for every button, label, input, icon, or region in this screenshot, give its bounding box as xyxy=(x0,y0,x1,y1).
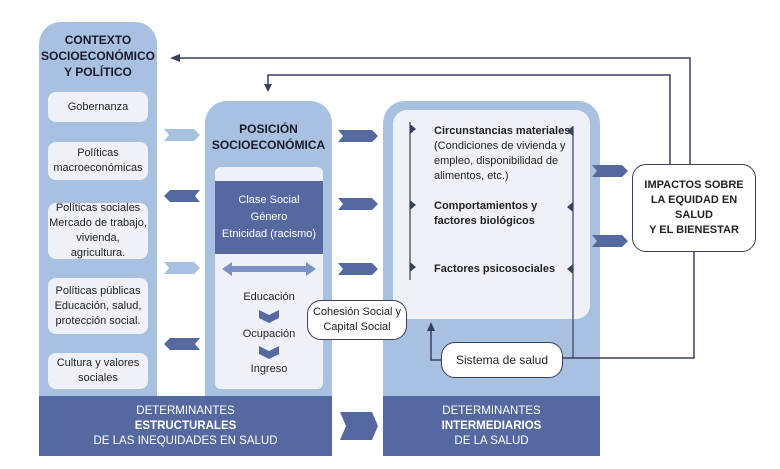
psychosocial-heading: Factores psicosociales xyxy=(434,263,556,275)
arrowhead-up-icon xyxy=(427,322,435,331)
context-item-public-policies: Políticas públicas Educación, salud, pro… xyxy=(48,278,148,334)
health-system-box: Sistema de salud xyxy=(441,342,563,378)
triangle-right-icon xyxy=(410,124,416,134)
footer-intermediary-line1: DETERMINANTES xyxy=(442,404,541,417)
context-item-social-policies: Políticas sociales Mercado de trabajo, v… xyxy=(48,202,148,259)
impacts-to-health-line xyxy=(560,250,695,359)
card-text: macroeconómicas xyxy=(53,162,143,174)
cohesion-text: Cohesión Social y xyxy=(312,306,402,318)
chevron-right-dark-icon xyxy=(592,235,628,247)
chevron-down-icon xyxy=(259,310,279,323)
ethnicity-text: Etnicidad (racismo) xyxy=(221,228,317,240)
footer-chevron-icon xyxy=(340,412,378,440)
chevron-right-light-icon xyxy=(164,129,200,141)
impacts-text: LA EQUIDAD EN SALUD xyxy=(650,194,738,221)
card-text: Políticas xyxy=(77,147,119,159)
impacts-box: IMPACTOS SOBRE LA EQUIDAD EN SALUD Y EL … xyxy=(632,164,756,252)
context-item-gobernanza: Gobernanza xyxy=(48,92,148,122)
chevron-right-dark-icon xyxy=(338,198,378,210)
health-system-text: Sistema de salud xyxy=(455,352,549,367)
card-text: Gobernanza xyxy=(67,100,129,113)
context-item-macro: Políticas macroeconómicas xyxy=(48,142,148,180)
footer-intermediary-line3: DE LA SALUD xyxy=(454,434,529,447)
material-detail: empleo, disponibilidad de xyxy=(434,155,559,167)
feedback-line-inner xyxy=(267,74,671,165)
card-text: vivienda, agricultura. xyxy=(70,232,126,259)
material-circumstances: Circunstancias materiales (Condiciones d… xyxy=(434,124,574,184)
gender-text: Género xyxy=(250,211,288,223)
footer-structural-line3: DE LAS INEQUIDADES EN SALUD xyxy=(93,434,278,447)
feedback-line-outer xyxy=(172,57,691,165)
position-title: POSICIÓN SOCIOECONÓMICA xyxy=(205,121,332,153)
social-class-box: Clase Social Género Etnicidad (racismo) xyxy=(215,181,323,254)
context-title-line: CONTEXTO xyxy=(64,33,132,47)
social-cohesion-box: Cohesión Social y Capital Social xyxy=(307,300,407,340)
material-detail: alimentos, etc.) xyxy=(434,170,509,182)
arrowhead-down-icon xyxy=(264,84,272,92)
material-detail: (Condiciones de vivienda y xyxy=(434,140,566,152)
card-text: Educación, salud, xyxy=(54,299,142,312)
impacts-text: IMPACTOS SOBRE xyxy=(644,179,744,191)
double-arrow-icon xyxy=(222,262,316,276)
card-text: protección social. xyxy=(55,314,141,327)
chevron-left-dark-icon xyxy=(164,338,200,350)
footer-structural-line2: ESTRUCTURALES xyxy=(134,419,237,432)
context-title-line: Y POLÍTICO xyxy=(64,65,132,79)
triangle-left-icon xyxy=(567,126,573,136)
card-text: Mercado de trabajo, xyxy=(49,217,147,229)
context-item-culture: Cultura y valores sociales xyxy=(48,353,148,389)
chevron-down-icon xyxy=(259,346,279,359)
context-title: CONTEXTO SOCIOECONÓMICO Y POLÍTICO xyxy=(39,32,157,80)
context-title-line: SOCIOECONÓMICO xyxy=(40,49,155,63)
social-class-text: Clase Social xyxy=(238,194,300,206)
card-text: sociales xyxy=(78,372,118,384)
psychosocial-factors: Factores psicosociales xyxy=(434,262,574,277)
triangle-left-icon xyxy=(567,264,573,274)
material-circumstances-heading: Circunstancias materiales xyxy=(434,125,571,137)
position-title-line: POSICIÓN xyxy=(239,122,298,136)
card-text: Políticas sociales xyxy=(55,202,141,214)
triangle-right-icon xyxy=(410,262,416,272)
position-title-line: SOCIOECONÓMICA xyxy=(211,138,326,152)
seq-education: Educación xyxy=(243,291,295,303)
seq-occupation: Ocupación xyxy=(242,328,296,340)
seq-income: Ingreso xyxy=(250,363,288,375)
arrowhead-left-icon xyxy=(170,54,180,62)
triangle-left-icon xyxy=(567,202,573,212)
chevron-left-dark-icon xyxy=(164,190,200,202)
intermediary-inner-card xyxy=(393,110,590,319)
footer-intermediary: DETERMINANTES INTERMEDIARIOS DE LA SALUD xyxy=(383,396,600,456)
card-text: Cultura y valores xyxy=(56,357,140,369)
behaviours-heading: factores biológicos xyxy=(434,215,535,227)
chevron-right-dark-icon xyxy=(338,130,378,142)
chevron-right-dark-icon xyxy=(592,165,628,177)
triangle-right-icon xyxy=(410,200,416,210)
footer-structural: DETERMINANTES ESTRUCTURALES DE LAS INEQU… xyxy=(39,396,332,456)
cohesion-text: Capital Social xyxy=(323,321,391,333)
chevron-right-light-icon xyxy=(164,262,200,274)
behaviours-biological: Comportamientos y factores biológicos xyxy=(434,199,574,229)
footer-intermediary-line2: INTERMEDIARIOS xyxy=(441,419,542,432)
footer-structural-line1: DETERMINANTES xyxy=(136,404,235,417)
health-system-line xyxy=(430,330,441,361)
impacts-text: Y EL BIENESTAR xyxy=(649,224,739,236)
card-text: Políticas públicas xyxy=(55,284,141,297)
behaviours-heading: Comportamientos y xyxy=(434,200,538,212)
chevron-right-dark-icon xyxy=(338,263,378,275)
